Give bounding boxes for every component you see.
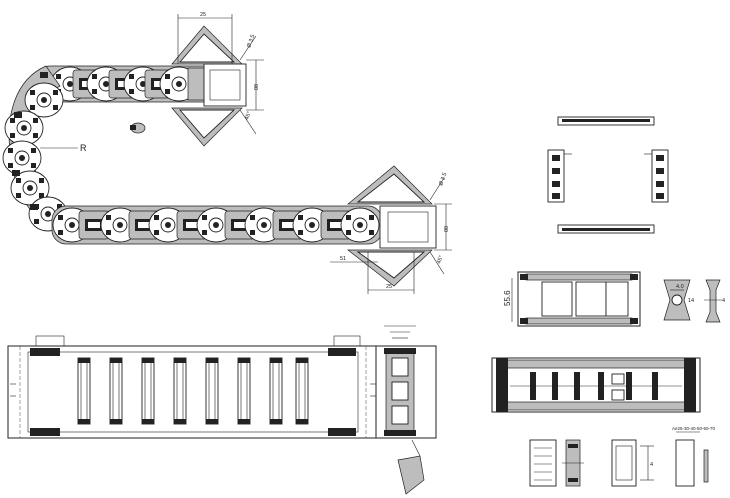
crossbar-series-label: Ae25-30-40-50-60-70 bbox=[672, 426, 716, 431]
plate-dim: 4 bbox=[650, 462, 653, 468]
side-plate-left bbox=[547, 149, 572, 203]
bottom-run bbox=[51, 205, 383, 245]
bottom-mounting-bracket: 08 Ø 3.5 45° 51 25 bbox=[330, 165, 452, 294]
link-dim-b: 14 bbox=[688, 298, 694, 304]
crossbar-row bbox=[77, 357, 309, 425]
crossbar-bottom bbox=[557, 224, 655, 234]
bottom-angle-dim: 45° bbox=[436, 255, 444, 265]
spacer-profile bbox=[562, 439, 584, 487]
end-plate: 4 bbox=[611, 439, 654, 487]
crossbar-detail: Ae25-30-40-50-60-70 bbox=[672, 426, 716, 487]
bottom-upper-side-dim: Ø 3.5 bbox=[438, 172, 448, 187]
profile-dim: 4 bbox=[722, 298, 725, 304]
bottom-offset-dim: 51 bbox=[340, 256, 346, 262]
side-view-width-dim: 55.6 bbox=[503, 290, 512, 306]
link-dim-a: 4.0 bbox=[676, 284, 684, 290]
top-angle-dim: 45° bbox=[244, 111, 252, 121]
chain-curve bbox=[2, 65, 68, 232]
chain-assembly: R bbox=[2, 65, 383, 245]
crossbar-top bbox=[557, 116, 655, 126]
radius-label: R bbox=[80, 143, 87, 153]
profile-section: 4 bbox=[704, 279, 725, 323]
top-run bbox=[35, 65, 223, 103]
bottom-width-dim: 25 bbox=[386, 284, 392, 290]
spacer-ladder bbox=[529, 439, 557, 487]
plan-view bbox=[7, 335, 377, 439]
top-upper-side-dim: Ø 3.5 bbox=[246, 34, 256, 49]
top-mounting-bracket: 25 08 Ø 3.5 45° bbox=[171, 12, 264, 147]
loose-clip bbox=[130, 122, 146, 134]
cross-section-view bbox=[375, 325, 437, 495]
assembled-side-view: 55.6 bbox=[503, 271, 641, 327]
top-width-dim: 25 bbox=[200, 12, 206, 18]
side-plate-right bbox=[644, 149, 669, 203]
bottom-height-dim: 08 bbox=[444, 226, 450, 232]
parts-detail: 55.6 4.0 14 4 bbox=[491, 116, 725, 487]
assembled-chain-section bbox=[491, 357, 701, 413]
link-detail: 4.0 14 bbox=[663, 279, 694, 321]
top-height-dim: 08 bbox=[254, 84, 260, 90]
